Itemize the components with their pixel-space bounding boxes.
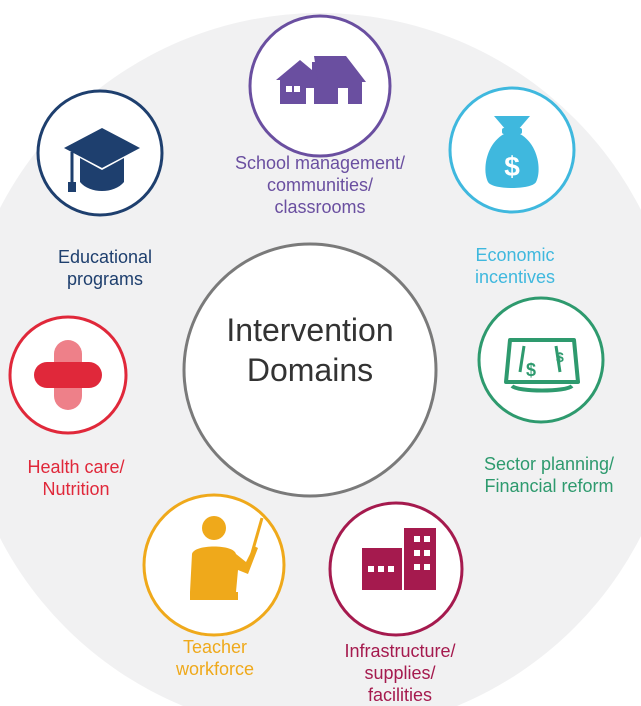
label-teacher-line-2: workforce: [175, 659, 255, 679]
domain-node-teacher: [142, 493, 286, 637]
money-bag-icon: $: [485, 116, 539, 188]
label-school-line-3: classrooms: [274, 197, 366, 217]
label-infrastructure-line-1: Infrastructure/: [344, 641, 456, 661]
svg-text:$: $: [504, 151, 520, 182]
center-circle: [182, 242, 438, 498]
label-school-line-2: communities/: [266, 175, 374, 195]
label-teacher-line-1: Teacher: [182, 637, 248, 657]
financial-plan-icon: $ $: [504, 338, 580, 393]
label-sector-line-1: Sector planning/: [483, 454, 615, 474]
svg-text:$: $: [556, 349, 564, 365]
label-economic: Economic incentives: [440, 244, 590, 288]
school-house-icon: [276, 56, 366, 104]
domain-circle-sector: [477, 296, 605, 424]
label-educational: Educational programs: [30, 246, 180, 290]
medical-cross-icon: [34, 340, 102, 410]
label-sector-line-2: Financial reform: [484, 476, 614, 496]
label-educational-line-1: Educational: [57, 247, 153, 267]
label-health-line-1: Health care/: [27, 457, 125, 477]
label-educational-line-2: programs: [66, 269, 144, 289]
label-sector: Sector planning/ Financial reform: [459, 453, 639, 497]
domain-node-school: [248, 14, 392, 158]
label-infrastructure-line-3: facilities: [367, 685, 433, 705]
domain-node-infrastructure: [328, 501, 464, 637]
domain-node-sector: $ $: [477, 296, 605, 424]
buildings-icon: [362, 528, 436, 590]
domain-node-educational: [36, 89, 164, 217]
label-school-line-1: School management/: [234, 153, 406, 173]
center-title: Intervention Domains: [185, 310, 435, 390]
label-economic-line-2: incentives: [474, 267, 556, 287]
domain-node-economic: $: [448, 86, 576, 214]
svg-text:$: $: [526, 360, 536, 380]
label-infrastructure: Infrastructure/ supplies/ facilities: [320, 640, 480, 706]
label-school: School management/ communities/ classroo…: [200, 152, 440, 218]
teacher-icon: [190, 516, 264, 600]
domain-node-health: [8, 315, 128, 435]
label-infrastructure-line-2: supplies/: [364, 663, 436, 683]
center-title-line-1: Intervention: [226, 312, 394, 348]
label-economic-line-1: Economic: [475, 245, 555, 265]
label-teacher: Teacher workforce: [150, 636, 280, 680]
center-title-line-2: Domains: [246, 352, 374, 388]
graduation-cap-icon: [64, 128, 140, 192]
label-health: Health care/ Nutrition: [0, 456, 152, 500]
label-health-line-2: Nutrition: [42, 479, 110, 499]
